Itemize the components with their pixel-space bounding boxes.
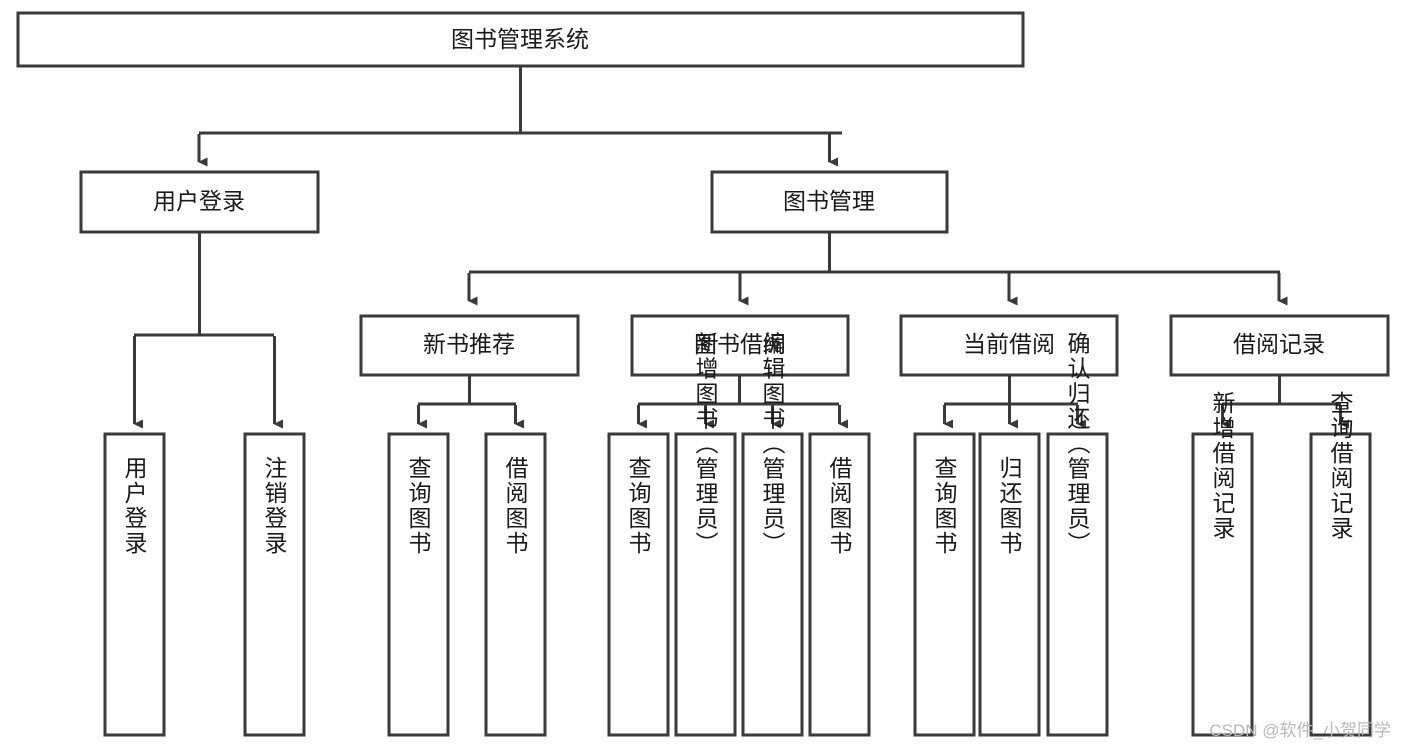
connectors-root-to-level2 <box>197 66 842 167</box>
leaf-query-book-2-box[interactable] <box>607 432 670 737</box>
node-new-book-recommend-box[interactable] <box>359 314 580 377</box>
leaf-add-book-label: 新增图书（管理员） <box>692 332 719 557</box>
leaf-confirm-return-box[interactable] <box>1046 432 1109 737</box>
node-book-borrow-label: 图书借阅 <box>694 331 786 357</box>
leaf-borrow-book-1[interactable]: 借阅图书 <box>484 432 547 737</box>
leaf-logout-box[interactable] <box>243 432 306 737</box>
node-current-borrow-label: 当前借阅 <box>963 331 1055 357</box>
leaf-borrow-book-1-box[interactable] <box>484 432 547 737</box>
connectors-currentborrow-to-leaves <box>943 375 1086 429</box>
leaf-edit-book-box[interactable] <box>741 432 804 737</box>
node-book-borrow[interactable]: 图书借阅 <box>630 314 850 377</box>
leaf-query-record-box[interactable] <box>1309 432 1372 737</box>
leaf-query-book-3-label: 查询图书 <box>931 456 958 556</box>
leaf-borrow-book-2-label: 借阅图书 <box>826 456 853 556</box>
leaf-user-login-label: 用户登录 <box>121 456 148 556</box>
node-current-borrow-box[interactable] <box>899 314 1119 377</box>
leaf-query-book-2[interactable]: 查询图书 <box>607 432 670 737</box>
leaf-confirm-return-label: 确认归还（管理员） <box>1064 332 1091 557</box>
leaf-user-login[interactable]: 用户登录 <box>103 432 166 737</box>
node-new-book-recommend-label: 新书推荐 <box>423 331 515 357</box>
connectors-borrowrecord-to-leaves <box>1221 375 1349 429</box>
leaf-add-record[interactable]: 新增借阅记录 <box>1191 391 1254 737</box>
leaf-query-book-3[interactable]: 查询图书 <box>913 432 976 737</box>
node-book-borrow-box[interactable] <box>630 314 850 377</box>
leaf-edit-book[interactable]: 编辑图书（管理员） <box>741 332 804 737</box>
watermark-label: CSDN @软件_小贺同学 <box>1209 721 1391 740</box>
connectors-bookborrow-to-leaves <box>637 375 848 429</box>
leaf-query-record-label: 查询借阅记录 <box>1327 391 1354 541</box>
leaf-borrow-book-1-label: 借阅图书 <box>502 456 529 556</box>
node-user-login-box[interactable] <box>79 170 320 234</box>
node-user-login-label: 用户登录 <box>153 188 245 214</box>
leaf-query-book-1-box[interactable] <box>387 432 450 737</box>
leaf-add-record-box[interactable] <box>1191 432 1254 737</box>
node-root-label: 图书管理系统 <box>451 26 589 52</box>
leaf-add-book-box[interactable] <box>674 432 737 737</box>
leaf-return-book-label: 归还图书 <box>996 456 1023 556</box>
node-root[interactable]: 图书管理系统 <box>16 11 1025 68</box>
node-book-management-box[interactable] <box>710 170 949 234</box>
node-root-box[interactable] <box>16 11 1025 68</box>
leaf-confirm-return[interactable]: 确认归还（管理员） <box>1046 332 1109 737</box>
leaf-logout[interactable]: 注销登录 <box>243 432 306 737</box>
node-borrow-record-box[interactable] <box>1169 314 1390 377</box>
leaf-add-record-label: 新增借阅记录 <box>1209 391 1236 541</box>
node-borrow-record[interactable]: 借阅记录 <box>1169 314 1390 377</box>
leaf-query-book-1-label: 查询图书 <box>405 456 432 556</box>
node-new-book-recommend[interactable]: 新书推荐 <box>359 314 580 377</box>
connectors-newbook-to-leaves <box>417 375 524 429</box>
leaf-query-book-1[interactable]: 查询图书 <box>387 432 450 737</box>
connectors-userlogin-to-leaves <box>133 232 283 429</box>
leaf-query-book-3-box[interactable] <box>913 432 976 737</box>
leaf-return-book[interactable]: 归还图书 <box>978 432 1041 737</box>
leaf-edit-book-label: 编辑图书（管理员） <box>759 332 786 557</box>
leaf-return-book-box[interactable] <box>978 432 1041 737</box>
leaf-borrow-book-2[interactable]: 借阅图书 <box>808 432 871 737</box>
leaf-query-record[interactable]: 查询借阅记录 <box>1309 391 1372 737</box>
leaf-borrow-book-2-box[interactable] <box>808 432 871 737</box>
leaf-add-book[interactable]: 新增图书（管理员） <box>674 332 737 737</box>
leaf-user-login-box[interactable] <box>103 432 166 737</box>
node-book-management[interactable]: 图书管理 <box>710 170 949 234</box>
node-borrow-record-label: 借阅记录 <box>1233 331 1325 357</box>
leaf-query-book-2-label: 查询图书 <box>625 456 652 556</box>
node-user-login[interactable]: 用户登录 <box>79 170 320 234</box>
node-current-borrow[interactable]: 当前借阅 <box>899 314 1119 377</box>
node-book-management-label: 图书管理 <box>783 188 875 214</box>
connectors-bookmgmt-to-level3 <box>467 232 1288 306</box>
leaf-logout-label: 注销登录 <box>261 456 288 556</box>
